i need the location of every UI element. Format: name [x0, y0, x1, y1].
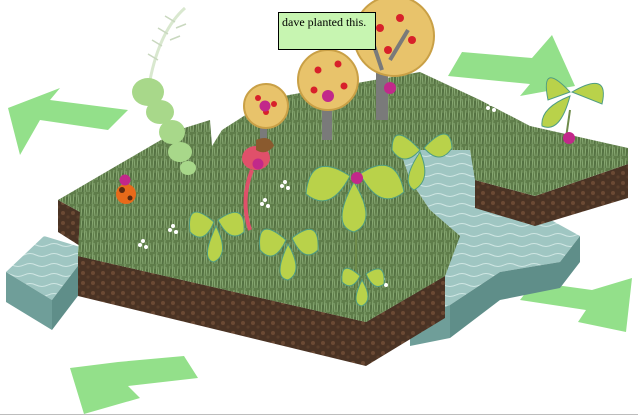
arrow-down-left-icon[interactable] — [70, 356, 198, 414]
fruit-tree-icon[interactable] — [297, 49, 359, 140]
clover-plant-icon[interactable] — [189, 211, 245, 263]
caterpillar-icon[interactable] — [132, 6, 196, 175]
fruit-tree-icon[interactable] — [243, 83, 289, 148]
arrow-up-right-icon[interactable] — [448, 35, 575, 96]
clover-plant-icon[interactable] — [341, 267, 385, 307]
arrow-down-right-icon[interactable] — [520, 278, 632, 332]
clover-plant-icon[interactable] — [391, 133, 453, 191]
clover-plant-icon[interactable] — [541, 77, 604, 144]
bottom-divider — [0, 414, 638, 415]
soil-sides — [58, 164, 628, 366]
clover-plant-icon[interactable] — [259, 228, 319, 281]
water-stream-left — [6, 236, 90, 330]
plant-tooltip: dave planted this. — [278, 12, 376, 50]
flamingo-plant-icon[interactable] — [242, 138, 274, 231]
clover-plant-icon[interactable] — [305, 164, 405, 290]
orange-flower-icon[interactable] — [116, 174, 136, 205]
arrow-up-left-icon[interactable] — [8, 88, 128, 155]
